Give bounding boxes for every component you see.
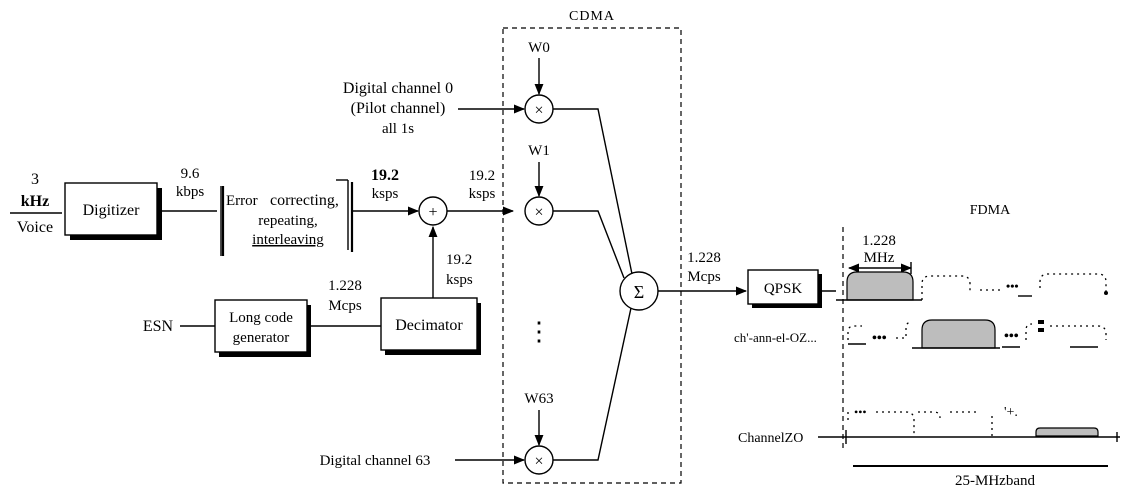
rate-19-2-a-value: 19.2 — [371, 167, 399, 184]
voice-label: Voice — [17, 219, 53, 236]
rate-19-2-c-value: 19.2 — [446, 252, 472, 268]
correcting-label: correcting, — [270, 192, 339, 209]
decimator-label: Decimator — [395, 317, 463, 334]
adder-node: + — [418, 196, 448, 226]
voice-bandwidth-unit: kHz — [21, 193, 49, 210]
summation-symbol: Σ — [634, 282, 644, 302]
digitizer-label: Digitizer — [83, 202, 141, 219]
rate-1-228-b-value: 1.228 — [687, 250, 721, 266]
band-label: 25-MHzband — [955, 473, 1035, 487]
spectrum-row-2: ••• ••• — [847, 319, 1107, 349]
digitizer-block: Digitizer — [64, 182, 162, 240]
voice-input: 3 kHz Voice — [10, 171, 62, 236]
voice-bandwidth-value: 3 — [31, 171, 39, 188]
summation-node: Σ — [619, 271, 659, 311]
spectrum-row-2-dots-left: ••• — [872, 331, 887, 346]
rate-19-2-a-unit: ksps — [372, 186, 399, 202]
interleaving-label: interleaving — [252, 232, 324, 248]
multiplier-ch0: × — [524, 94, 554, 124]
error-label: Error — [226, 193, 258, 209]
spectrum-row-3-dots: ••• — [854, 405, 867, 419]
cdma-region — [502, 27, 682, 484]
esn-label: ESN — [143, 318, 174, 335]
active-channel-spectrum-1 — [846, 271, 914, 301]
bandwidth-value: 1.228 — [862, 233, 896, 249]
cdma-label: CDMA — [569, 9, 615, 24]
adder-symbol: + — [428, 204, 437, 221]
spectrum-row-2-dots-right: ••• — [1004, 329, 1019, 344]
rate-9-6-unit: kbps — [176, 184, 205, 200]
long-code-line2: generator — [233, 330, 290, 346]
channel-zo-label: ChannelZO — [738, 431, 803, 446]
rate-19-2-c-unit: ksps — [446, 272, 473, 288]
w0-label: W0 — [528, 40, 550, 56]
bandwidth-unit: MHz — [864, 250, 895, 266]
active-channel-spectrum-3 — [1035, 427, 1099, 437]
pilot-line3: all 1s — [382, 121, 414, 137]
vertical-ellipsis: ⋮ — [526, 317, 552, 346]
rate-1-228-b-unit: Mcps — [687, 269, 720, 285]
multiplier-ch1-symbol: × — [534, 204, 543, 221]
spectrum-row-3: ••• '+. — [847, 405, 1099, 437]
rate-19-2-b-value: 19.2 — [469, 168, 495, 184]
pilot-line2: (Pilot channel) — [351, 100, 446, 117]
fdma-label: FDMA — [970, 203, 1011, 218]
error-correcting-block: Error correcting, repeating, interleavin… — [220, 179, 354, 256]
decimator-block: Decimator — [380, 297, 481, 355]
rate-1-228-a-value: 1.228 — [328, 278, 362, 294]
pilot-line1: Digital channel 0 — [343, 80, 453, 97]
rate-1-228-a-unit: Mcps — [328, 298, 361, 314]
active-channel-spectrum-2 — [921, 319, 996, 349]
w63-label: W63 — [524, 391, 553, 407]
digital-channel-63-label: Digital channel 63 — [320, 453, 431, 469]
repeating-label: repeating, — [258, 213, 318, 229]
long-code-line1: Long code — [229, 310, 293, 326]
long-code-generator-block: Long code generator — [214, 299, 311, 357]
rate-9-6-value: 9.6 — [181, 166, 200, 182]
spectrum-row-1: ••• — [836, 271, 1108, 301]
spectrum-row-1-dots: ••• — [1006, 279, 1019, 293]
qpsk-block: QPSK — [747, 269, 822, 308]
w1-label: W1 — [528, 143, 550, 159]
qpsk-label: QPSK — [764, 281, 803, 297]
multiplier-ch1: × — [524, 196, 554, 226]
multiplier-ch63: × — [524, 445, 554, 475]
rate-19-2-b-unit: ksps — [469, 186, 496, 202]
multiplier-ch0-symbol: × — [534, 102, 543, 119]
spectrum-row-3-plus: '+. — [1004, 405, 1018, 420]
channel-20-label: ch'-ann-el-OZ... — [734, 330, 817, 345]
multiplier-ch63-symbol: × — [534, 453, 543, 470]
